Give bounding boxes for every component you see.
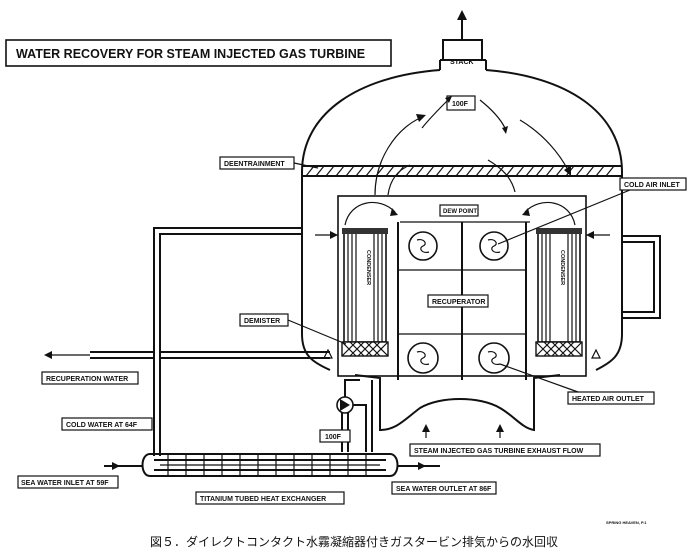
diagram-title: WATER RECOVERY FOR STEAM INJECTED GAS TU… [16, 47, 365, 61]
sea-water-outlet-box [391, 481, 497, 495]
circ-arrow-right [524, 202, 576, 226]
pump [336, 379, 373, 452]
temp-pump-box [319, 429, 351, 443]
sea-water-inlet-label: SEA WATER INLET AT 59F [21, 480, 109, 487]
title-box [5, 39, 392, 67]
exhaust-flow-box [409, 443, 601, 457]
temp-pump-label: 100F [325, 434, 342, 441]
dew-point-label: DEW POINT [443, 209, 477, 215]
vessel-left-wall [301, 172, 331, 371]
heat-exchanger-label: TITANIUM TUBED HEAT EXCHANGER [200, 496, 326, 503]
demister-right [535, 341, 583, 357]
fan-lower-left [407, 342, 439, 374]
demister-label: DEMISTER [244, 318, 280, 325]
dew-point-box [439, 204, 479, 217]
fan-upper-left [408, 231, 438, 261]
vessel-right-wall [595, 172, 623, 371]
flow-arrow-right-outer [519, 119, 569, 171]
fan-upper-right [479, 231, 509, 261]
flow-arrow-left-outer [374, 117, 421, 196]
exhaust-flow-label: STEAM INJECTED GAS TURBINE EXHAUST FLOW [414, 448, 584, 455]
cold-water-box [61, 417, 153, 431]
sea-water-inlet-box [17, 475, 119, 489]
right-pipe [622, 235, 661, 319]
recuperator-label-box [427, 294, 489, 308]
cold-air-inlet-box [619, 177, 687, 191]
circ-arrow-left [344, 202, 396, 226]
vessel-bottom [354, 374, 561, 432]
condenser-right-label: CONDENSER [559, 250, 565, 285]
demister-left [341, 341, 389, 357]
heated-air-outlet-box [567, 391, 655, 405]
condenser-left: CONDENSER [342, 228, 388, 343]
cold-water-label: COLD WATER AT 64F [66, 422, 138, 429]
left-pipe-loop [153, 227, 302, 360]
cold-air-inlet-label: COLD AIR INLET [624, 182, 680, 189]
recuperation-water-label: RECUPERATION WATER [46, 376, 128, 383]
recuperation-water-box [41, 371, 139, 385]
temp-top-box [446, 95, 476, 111]
temp-top-label: 100F [452, 101, 469, 108]
recuperator-label: RECUPERATOR [432, 299, 485, 306]
deentrainment-band [302, 165, 622, 177]
heat-exchanger [141, 453, 399, 477]
deentrainment-label: DEENTRAINMENT [224, 161, 285, 168]
stack-label: STACK [450, 59, 474, 66]
stack: STACK [442, 10, 483, 66]
dome [301, 69, 623, 173]
heated-air-outlet-label: HEATED AIR OUTLET [572, 396, 645, 403]
condenser-left-label: CONDENSER [365, 250, 371, 285]
figure-caption: 図５．ダイレクトコンタクト水霧凝縮器付きガスタービン排気からの水回収 [150, 534, 558, 549]
sea-water-outlet-label: SEA WATER OUTLET AT 86F [396, 486, 492, 493]
drawing-code: SPRING HEAVEN, P.1 [606, 520, 647, 525]
fan-lower-right [478, 342, 510, 374]
heat-exchanger-label-box [195, 491, 345, 505]
condenser-right: CONDENSER [536, 228, 582, 343]
